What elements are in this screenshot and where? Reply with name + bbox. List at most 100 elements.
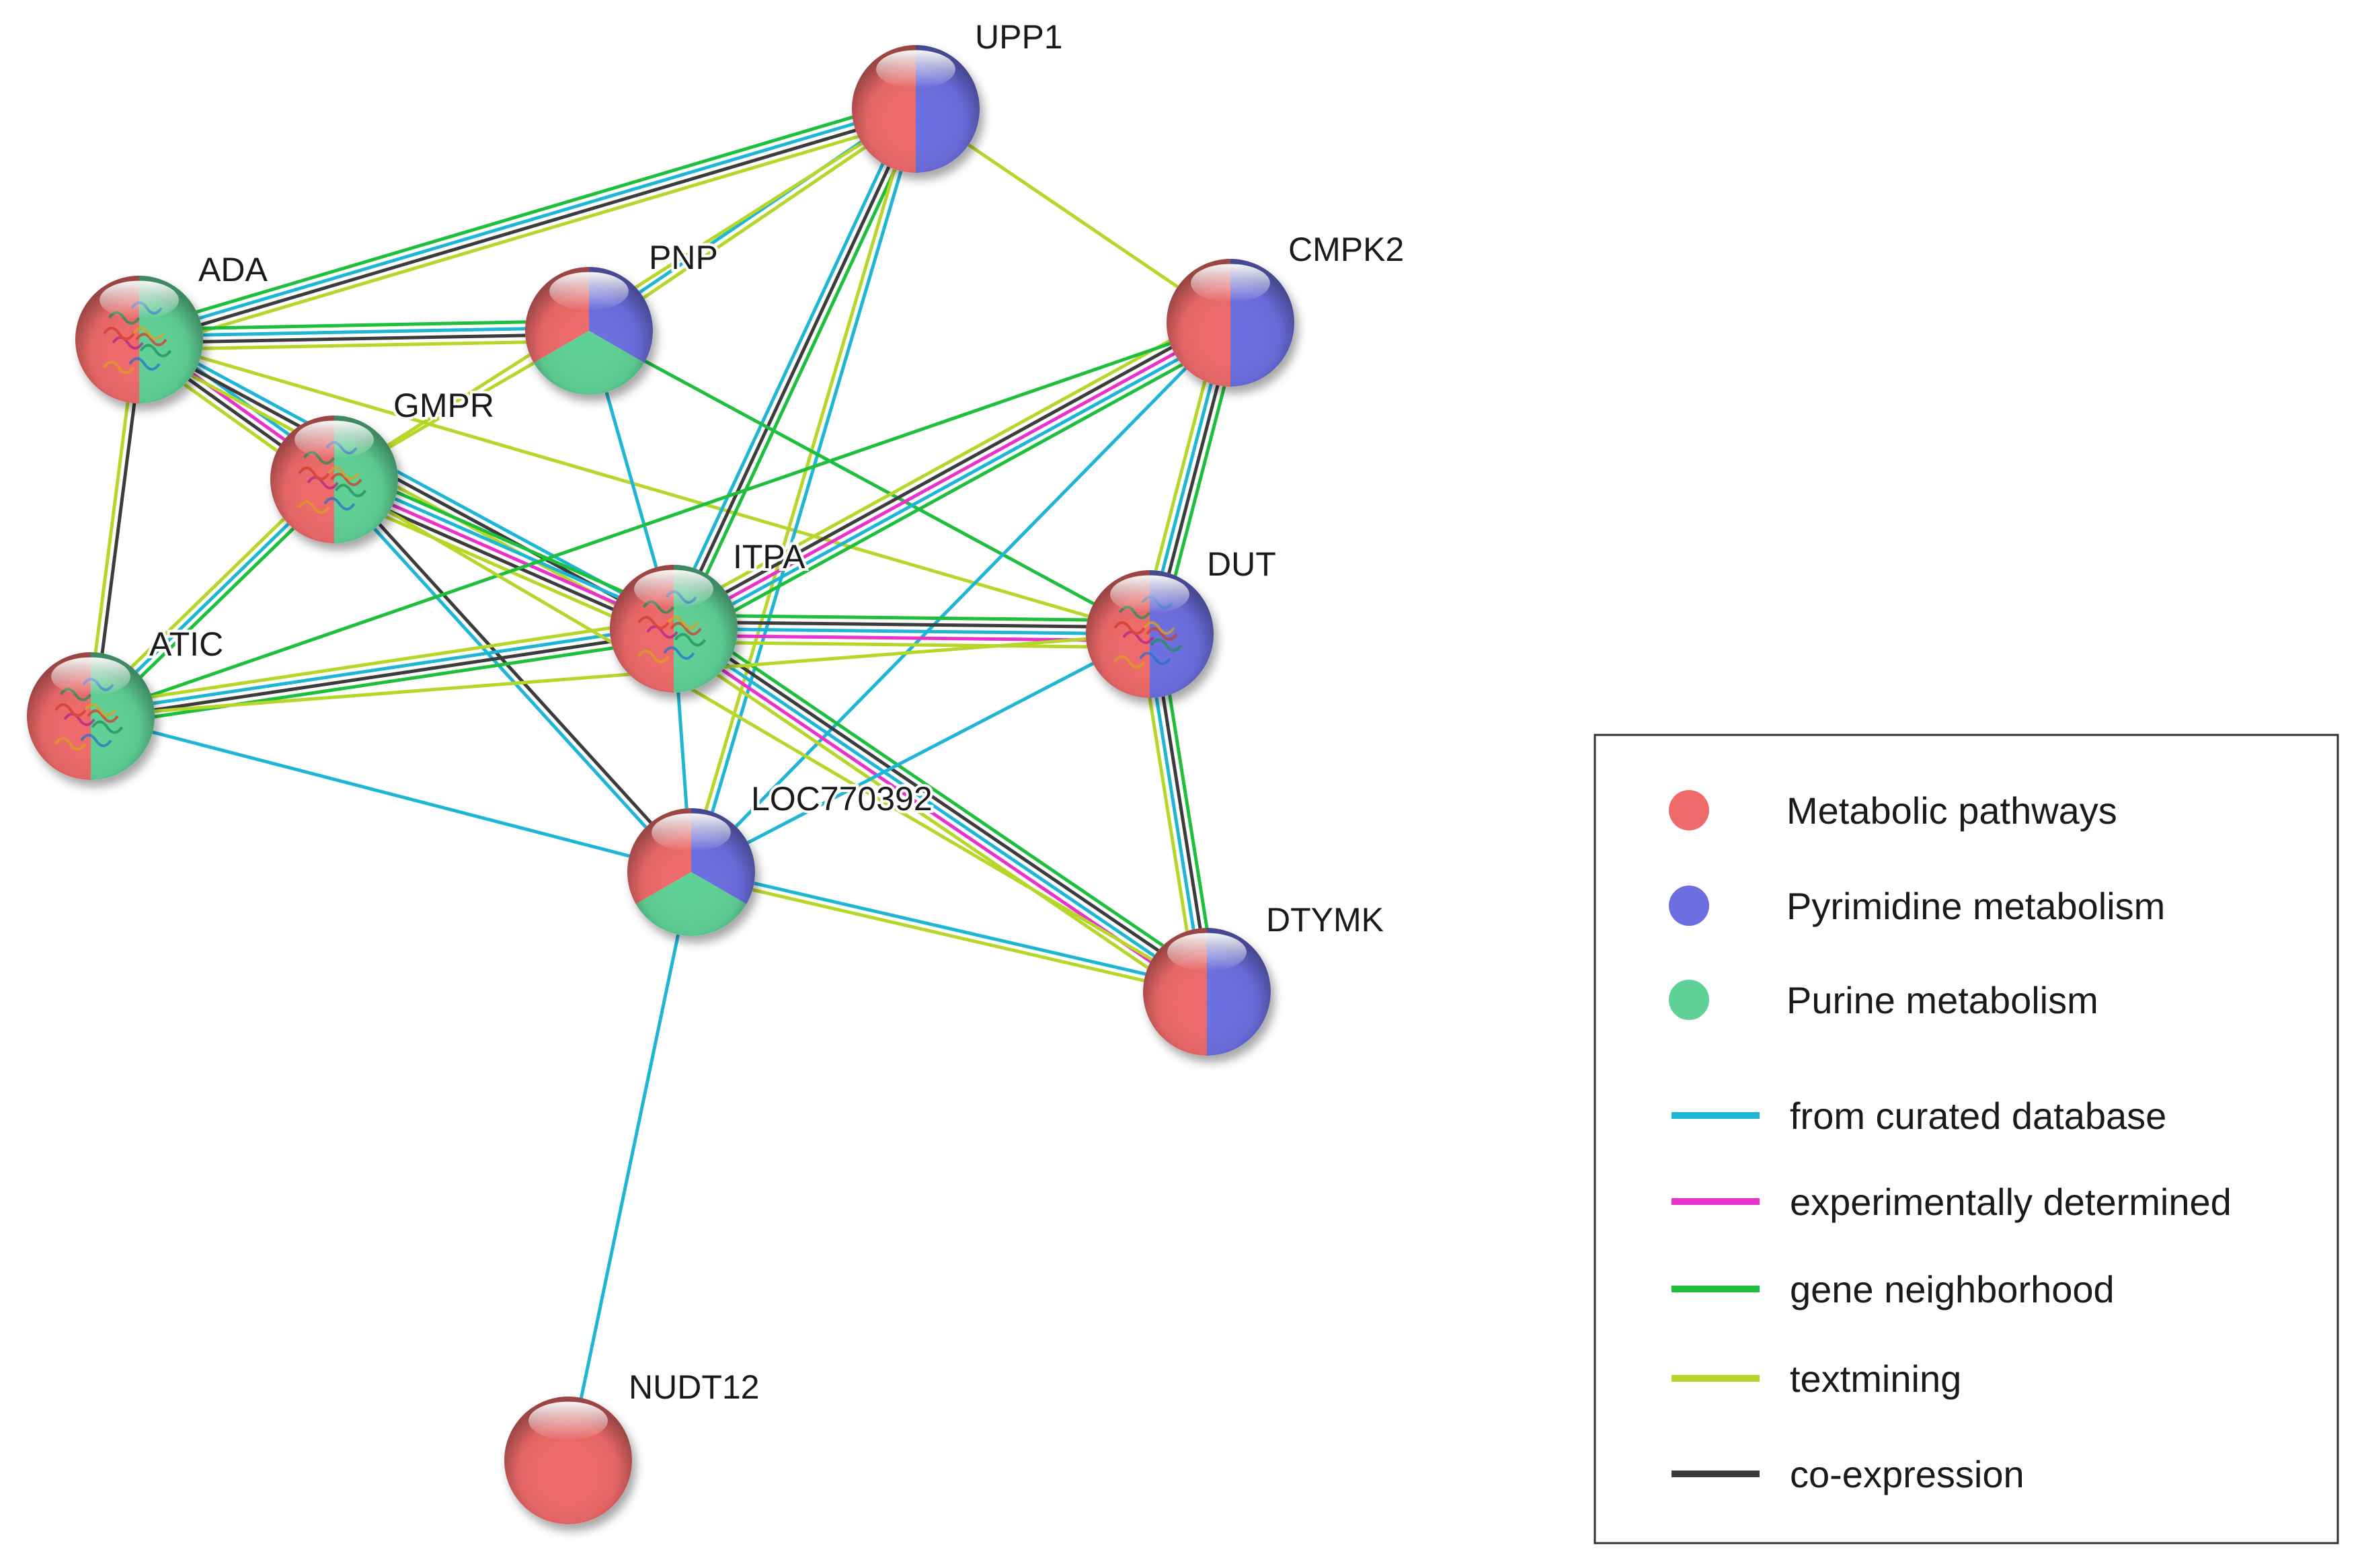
edge-strand-textmining xyxy=(332,477,1209,994)
edge-strand-neighborhood xyxy=(90,637,677,728)
legend-label-purine: Purine metabolism xyxy=(1786,979,2098,1021)
legend-label-textmining: textmining xyxy=(1790,1358,1961,1400)
node-highlight xyxy=(1167,933,1247,972)
legend-node-entry: Purine metabolism xyxy=(1669,979,2098,1021)
node-highlight xyxy=(51,657,130,696)
edge-strand-coexpression xyxy=(89,630,676,721)
edge-strand-neighborhood xyxy=(678,110,924,633)
edge-strand-experimental xyxy=(672,321,1232,631)
legend-label-neighborhood: gene neighborhood xyxy=(1790,1268,2115,1310)
node-itpa[interactable] xyxy=(610,565,738,693)
node-nudt12[interactable] xyxy=(504,1397,632,1524)
edge-pnp-dut xyxy=(587,329,1152,636)
edge-upp1-loc770392 xyxy=(686,106,921,875)
legend-label-metabolic: Metabolic pathways xyxy=(1786,789,2117,832)
edge-itpa-atic xyxy=(87,617,677,728)
node-highlight xyxy=(528,1401,608,1440)
edge-dut-atic xyxy=(89,632,1152,718)
node-highlight xyxy=(100,280,179,319)
node-loc770392[interactable] xyxy=(627,808,756,937)
edge-strand-textmining xyxy=(665,309,1226,619)
legend-label-curated: from curated database xyxy=(1790,1095,2166,1137)
edge-strand-textmining xyxy=(664,638,1202,1005)
edge-strand-curated xyxy=(689,321,1232,874)
edge-strand-coexpression xyxy=(137,332,591,345)
edge-strand-textmining xyxy=(686,106,914,873)
legend-swatch-purine xyxy=(1669,980,1709,1020)
edge-strand-coexpression xyxy=(668,315,1229,625)
node-cmpk2[interactable] xyxy=(1167,259,1294,387)
node-dtymk[interactable] xyxy=(1143,928,1271,1056)
edge-strand-curated xyxy=(666,104,912,628)
edges-layer xyxy=(84,97,1243,1462)
edge-strand-textmining xyxy=(137,339,591,352)
legend-swatch-metabolic xyxy=(1669,790,1709,830)
node-upp1[interactable] xyxy=(852,45,980,173)
node-highlight xyxy=(549,272,629,311)
edge-strand-curated xyxy=(689,632,1152,874)
edge-strand-coexpression xyxy=(676,621,1213,988)
edge-strand-neighborhood xyxy=(679,615,1216,982)
node-label-loc770392: LOC770392 xyxy=(751,780,933,818)
edge-strand-neighborhood xyxy=(678,333,1239,643)
node-label-ada: ADA xyxy=(198,251,268,288)
node-highlight xyxy=(652,813,731,852)
edge-strand-curated xyxy=(88,623,675,715)
edge-strand-textmining xyxy=(89,632,1152,718)
edge-strand-coexpression xyxy=(672,107,918,631)
nodes-layer xyxy=(27,45,1294,1524)
node-label-atic: ATIC xyxy=(149,625,223,663)
edge-strand-textmining xyxy=(137,338,1152,636)
legend-edge-entry: textmining xyxy=(1671,1358,1961,1400)
edge-strand-textmining xyxy=(589,110,920,336)
legend-label-coexpression: co-expression xyxy=(1790,1453,2024,1495)
legend: Metabolic pathways Pyrimidine metabolism… xyxy=(1594,734,2339,1544)
edge-strand-curated xyxy=(137,325,591,338)
node-gmpr[interactable] xyxy=(270,416,398,543)
node-ada[interactable] xyxy=(75,276,203,403)
edge-strand-curated xyxy=(89,714,693,874)
edge-cmpk2-itpa xyxy=(665,309,1239,643)
legend-edge-entry: experimentally determined xyxy=(1671,1181,2232,1223)
node-dut[interactable] xyxy=(1086,570,1214,698)
node-pnp[interactable] xyxy=(525,267,653,395)
legend-label-pyrimidine: Pyrimidine metabolism xyxy=(1786,885,2165,927)
node-label-itpa: ITPA xyxy=(733,538,805,576)
edge-strand-curated xyxy=(329,479,691,876)
edge-strand-neighborhood xyxy=(89,321,1232,718)
edge-strand-curated xyxy=(693,108,921,875)
node-label-dut: DUT xyxy=(1207,545,1276,583)
legend-swatch-pyrimidine xyxy=(1669,886,1709,926)
edge-strand-neighborhood xyxy=(137,319,591,331)
edge-loc770392-dtymk xyxy=(689,867,1210,997)
node-label-upp1: UPP1 xyxy=(975,18,1063,56)
node-highlight xyxy=(1110,575,1189,614)
node-atic[interactable] xyxy=(27,652,155,780)
legend-edge-entry: from curated database xyxy=(1671,1095,2166,1137)
node-highlight xyxy=(634,570,713,609)
edge-dut-loc770392 xyxy=(689,632,1152,874)
edge-strand-neighborhood xyxy=(587,329,1152,636)
edge-ada-upp1 xyxy=(134,97,920,351)
edge-loc770392-nudt12 xyxy=(566,870,693,1462)
edge-strand-curated xyxy=(675,327,1236,637)
edge-strand-textmining xyxy=(672,640,1152,650)
edge-itpa-dtymk xyxy=(664,615,1216,1005)
edge-itpa-dut xyxy=(672,613,1152,650)
edge-strand-curated xyxy=(672,627,1152,636)
edge-strand-coexpression xyxy=(138,110,918,345)
edge-gmpr-loc770392 xyxy=(329,475,696,876)
node-label-dtymk: DTYMK xyxy=(1266,901,1384,939)
edge-strand-curated xyxy=(690,867,1210,990)
legend-edge-entry: co-expression xyxy=(1671,1453,2024,1495)
edge-strand-textmining xyxy=(87,617,674,708)
legend-box xyxy=(1594,734,2339,1544)
node-label-nudt12: NUDT12 xyxy=(629,1368,759,1406)
edge-cmpk2-loc770392 xyxy=(689,321,1232,874)
edge-atic-loc770392 xyxy=(89,714,693,874)
edge-gmpr-dtymk xyxy=(332,477,1209,994)
edge-ada-dut xyxy=(137,338,1152,636)
edge-strand-coexpression xyxy=(672,620,1152,629)
